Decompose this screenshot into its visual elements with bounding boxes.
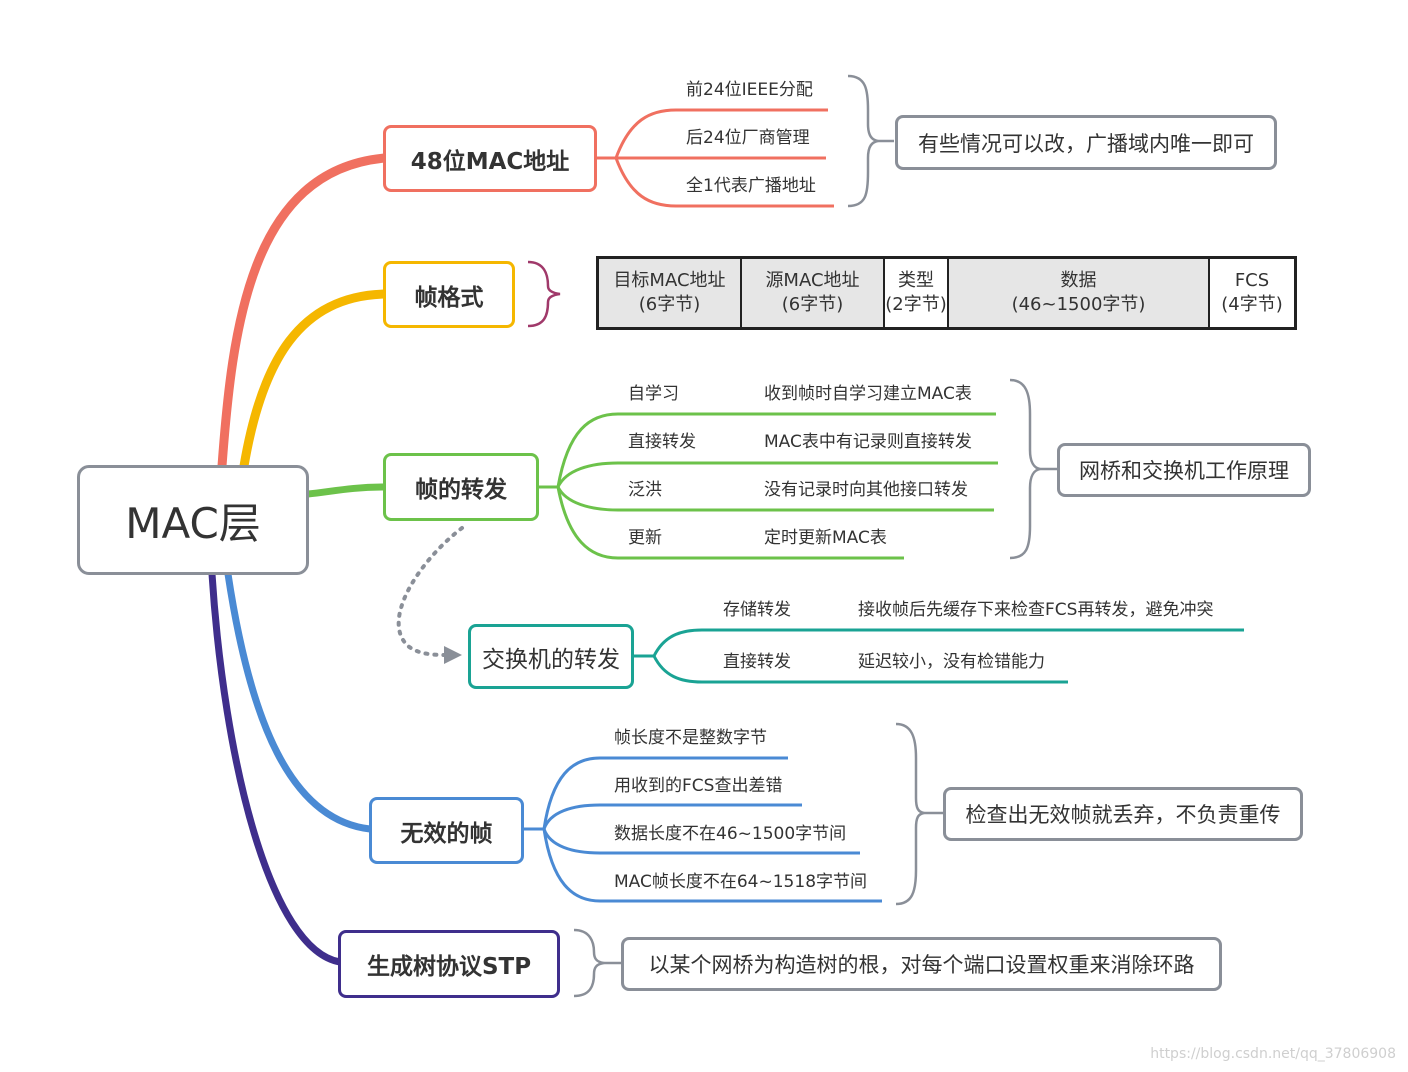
leaf-forward-name: 更新 [628, 528, 662, 548]
branch-frame-format-label: 帧格式 [414, 284, 484, 311]
frame-field-size: (6字节) [638, 294, 701, 315]
branch-mac-address-label: 48位MAC地址 [410, 148, 570, 175]
leaf-switch-desc: 接收帧后先缓存下来检查FCS再转发，避免冲突 [858, 600, 1214, 620]
leaf-invalid-frame: 帧长度不是整数字节 [614, 728, 767, 748]
connector-root-frame-forwarding [304, 483, 389, 498]
connector-root-frame-format [239, 289, 390, 471]
connector-root-mac-address [217, 153, 390, 471]
note-stp-text: 以某个网桥为构造树的根，对每个端口设置权重来消除环路 [648, 953, 1195, 977]
root-label: MAC层 [125, 498, 261, 548]
root-node-mac-layer[interactable]: MAC层 [77, 465, 309, 575]
leaf-switch-name: 直接转发 [723, 652, 791, 672]
leaf-mac-broadcast: 全1代表广播地址 [686, 176, 816, 196]
frame-field-size: (2字节) [885, 294, 947, 315]
leaf-mac-vendor: 后24位厂商管理 [686, 128, 810, 148]
leaf-mac-ieee: 前24位IEEE分配 [686, 80, 813, 100]
note-mac-address-text: 有些情况可以改，广播域内唯一即可 [918, 131, 1254, 156]
note-mac-address[interactable]: 有些情况可以改，广播域内唯一即可 [895, 115, 1277, 170]
frame-field-dst-mac: 目标MAC地址 (6字节) [599, 259, 742, 327]
branch-invalid-frame-label: 无效的帧 [400, 820, 493, 847]
leaf-forward-name: 泛洪 [628, 480, 662, 500]
leaf-switch-desc: 延迟较小，没有检错能力 [858, 652, 1045, 672]
note-invalid-frame[interactable]: 检查出无效帧就丢弃，不负责重传 [943, 787, 1303, 841]
leaf-forward-name: 自学习 [628, 384, 679, 404]
frame-field-size: (4字节) [1221, 294, 1283, 315]
watermark: https://blog.csdn.net/qq_37806908 [1150, 1046, 1396, 1062]
leaf-forward-name: 直接转发 [628, 432, 696, 452]
frame-field-size: (46~1500字节) [1011, 294, 1146, 315]
branch-stp-label: 生成树协议STP [366, 954, 532, 980]
leaf-forward-desc: 收到帧时自学习建立MAC表 [764, 384, 972, 404]
frame-format-table: 目标MAC地址 (6字节) 源MAC地址 (6字节) 类型 (2字节) 数据 (… [596, 256, 1297, 330]
leaf-invalid-frame: MAC帧长度不在64~1518字节间 [614, 872, 868, 892]
branch-invalid-frame[interactable]: 无效的帧 [369, 797, 524, 864]
frame-field-name: 源MAC地址 [765, 270, 860, 291]
leaf-invalid-frame: 数据长度不在46~1500字节间 [614, 824, 847, 844]
note-frame-forwarding-text: 网桥和交换机工作原理 [1079, 459, 1289, 483]
leaf-forward-desc: 没有记录时向其他接口转发 [764, 480, 968, 500]
branch-stp[interactable]: 生成树协议STP [338, 930, 560, 998]
frame-field-name: 目标MAC地址 [613, 270, 726, 291]
note-stp[interactable]: 以某个网桥为构造树的根，对每个端口设置权重来消除环路 [621, 937, 1222, 991]
branch-frame-forwarding-label: 帧的转发 [415, 477, 507, 503]
frame-field-name: 类型 [898, 270, 934, 291]
frame-field-type: 类型 (2字节) [885, 259, 949, 327]
leaf-switch-name: 存储转发 [723, 600, 791, 620]
branch-frame-forwarding[interactable]: 帧的转发 [383, 453, 539, 521]
frame-field-data: 数据 (46~1500字节) [949, 259, 1210, 327]
branch-switch-forwarding-label: 交换机的转发 [482, 646, 620, 673]
branch-mac-address[interactable]: 48位MAC地址 [383, 125, 597, 192]
leaf-forward-desc: 定时更新MAC表 [764, 528, 887, 548]
leaf-forward-desc: MAC表中有记录则直接转发 [764, 432, 972, 452]
frame-field-name: 数据 [1060, 270, 1097, 291]
connector-root-stp [208, 570, 344, 966]
note-invalid-frame-text: 检查出无效帧就丢弃，不负责重传 [965, 803, 1281, 827]
frame-field-size: (6字节) [781, 294, 844, 315]
note-frame-forwarding[interactable]: 网桥和交换机工作原理 [1057, 443, 1311, 497]
frame-field-fcs: FCS (4字节) [1210, 259, 1294, 327]
frame-field-src-mac: 源MAC地址 (6字节) [742, 259, 885, 327]
branch-frame-format[interactable]: 帧格式 [383, 261, 515, 328]
connector-root-invalid-frame [224, 570, 374, 833]
frame-field-name: FCS [1234, 270, 1270, 291]
branch-switch-forwarding[interactable]: 交换机的转发 [468, 624, 634, 689]
leaf-invalid-frame: 用收到的FCS查出差错 [614, 776, 783, 796]
